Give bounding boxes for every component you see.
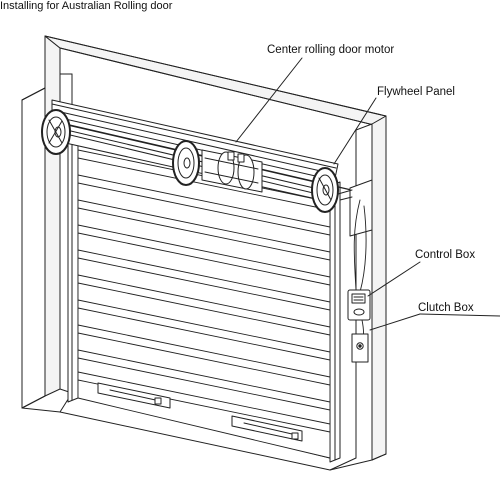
label-control-box: Control Box bbox=[415, 249, 475, 261]
motor-icon bbox=[201, 149, 263, 193]
guide-rails bbox=[67, 135, 341, 463]
flywheel-icon-right bbox=[311, 167, 339, 213]
flywheel-leader bbox=[333, 97, 377, 165]
label-motor: Center rolling door motor bbox=[267, 44, 394, 56]
label-flywheel: Flywheel Panel bbox=[377, 86, 455, 98]
control-box-icon bbox=[347, 289, 371, 321]
flywheel-icon-center bbox=[172, 140, 200, 186]
clutch-box-icon bbox=[351, 333, 369, 363]
control-leader bbox=[367, 261, 421, 297]
diagram-title: Installing for Australian Rolling door bbox=[0, 0, 173, 12]
bottom-rail bbox=[97, 382, 303, 442]
flywheel-icon-left bbox=[41, 109, 71, 155]
leader-lines bbox=[235, 57, 500, 331]
label-clutch-box: Clutch Box bbox=[418, 302, 474, 314]
clutch-leader bbox=[369, 313, 421, 331]
motor-leader bbox=[235, 57, 303, 143]
